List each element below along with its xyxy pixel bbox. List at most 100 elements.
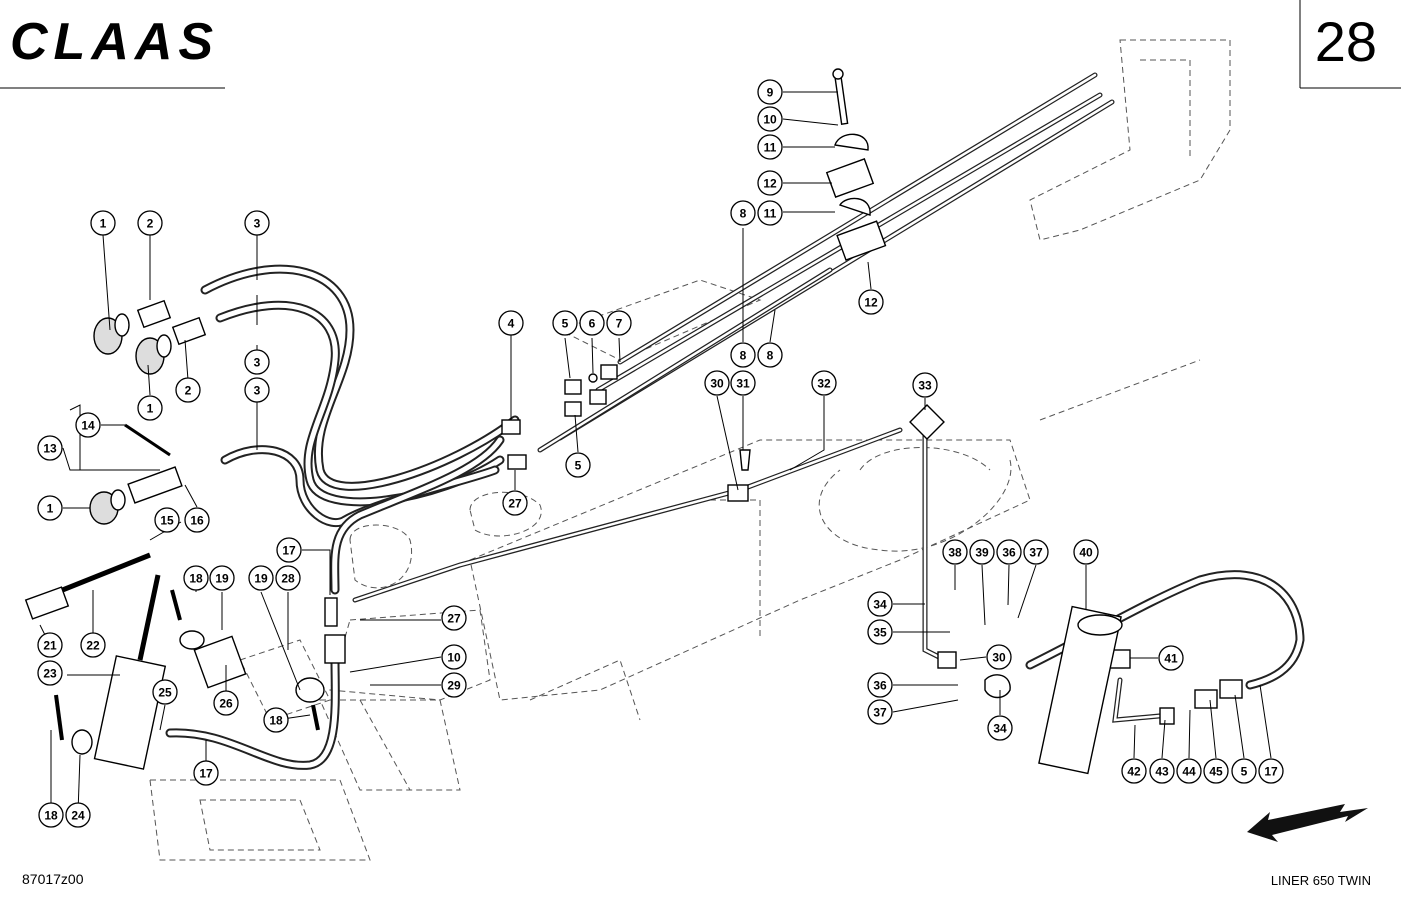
part-callout-label: 34 bbox=[873, 598, 887, 612]
part-callout-label: 38 bbox=[948, 546, 962, 560]
part-callout-34: 34 bbox=[987, 715, 1013, 741]
part-callout-5: 5 bbox=[1231, 758, 1257, 784]
part-callout-label: 5 bbox=[575, 459, 582, 473]
part-callout-label: 2 bbox=[185, 384, 192, 398]
part-callout-3: 3 bbox=[244, 210, 270, 236]
part-callout-label: 18 bbox=[269, 714, 283, 728]
part-callout-label: 27 bbox=[447, 612, 461, 626]
part-callout-label: 44 bbox=[1182, 765, 1196, 779]
part-callout-17: 17 bbox=[276, 537, 302, 563]
part-callout-25: 25 bbox=[152, 679, 178, 705]
part-callout-label: 3 bbox=[254, 356, 261, 370]
part-callout-label: 25 bbox=[158, 686, 172, 700]
part-callout-label: 1 bbox=[47, 502, 54, 516]
part-callout-label: 1 bbox=[100, 217, 107, 231]
part-callout-label: 34 bbox=[993, 722, 1007, 736]
part-callout-label: 11 bbox=[764, 207, 777, 221]
part-callout-11: 11 bbox=[757, 200, 783, 226]
part-callout-label: 16 bbox=[190, 514, 204, 528]
part-callout-37: 37 bbox=[867, 699, 893, 725]
part-callout-27: 27 bbox=[502, 490, 528, 516]
part-callout-42: 42 bbox=[1121, 758, 1147, 784]
part-callout-44: 44 bbox=[1176, 758, 1202, 784]
part-callout-label: 8 bbox=[767, 349, 774, 363]
part-callout-33: 33 bbox=[912, 372, 938, 398]
part-callout-label: 35 bbox=[873, 626, 887, 640]
part-callout-label: 13 bbox=[43, 442, 57, 456]
part-callout-label: 41 bbox=[1164, 652, 1178, 666]
part-callout-label: 37 bbox=[1029, 546, 1043, 560]
part-callout-18: 18 bbox=[38, 802, 64, 828]
part-callout-10: 10 bbox=[441, 644, 467, 670]
part-callout-2: 2 bbox=[175, 377, 201, 403]
part-callout-label: 19 bbox=[254, 572, 268, 586]
part-callout-8: 8 bbox=[730, 200, 756, 226]
part-callout-label: 23 bbox=[43, 667, 57, 681]
part-callout-30: 30 bbox=[986, 644, 1012, 670]
part-callout-43: 43 bbox=[1149, 758, 1175, 784]
part-callout-19: 19 bbox=[248, 565, 274, 591]
part-callout-8: 8 bbox=[730, 342, 756, 368]
part-callout-2: 2 bbox=[137, 210, 163, 236]
part-callout-label: 3 bbox=[254, 384, 261, 398]
part-callout-3: 3 bbox=[244, 349, 270, 375]
part-callout-11: 11 bbox=[757, 134, 783, 160]
part-callout-label: 36 bbox=[873, 679, 887, 693]
part-callout-21: 21 bbox=[37, 632, 63, 658]
frame-outline bbox=[149, 39, 1231, 861]
part-callout-label: 19 bbox=[215, 572, 229, 586]
part-callout-16: 16 bbox=[184, 507, 210, 533]
part-callout-28: 28 bbox=[275, 565, 301, 591]
part-callout-27: 27 bbox=[441, 605, 467, 631]
part-callout-1: 1 bbox=[90, 210, 116, 236]
part-callout-8: 8 bbox=[757, 342, 783, 368]
part-callout-12: 12 bbox=[757, 170, 783, 196]
part-callout-label: 4 bbox=[508, 317, 515, 331]
part-callout-label: 10 bbox=[447, 651, 461, 665]
part-callout-label: 30 bbox=[992, 651, 1006, 665]
part-callout-label: 39 bbox=[975, 546, 989, 560]
part-callout-35: 35 bbox=[867, 619, 893, 645]
part-callout-label: 8 bbox=[740, 349, 747, 363]
part-callout-29: 29 bbox=[441, 672, 467, 698]
part-callout-41: 41 bbox=[1158, 645, 1184, 671]
part-callout-label: 7 bbox=[616, 317, 623, 331]
part-callout-label: 43 bbox=[1155, 765, 1169, 779]
model-name: LINER 650 TWIN bbox=[1270, 873, 1371, 888]
part-callout-label: 18 bbox=[44, 809, 58, 823]
part-callout-24: 24 bbox=[65, 802, 91, 828]
cylinders bbox=[24, 552, 1123, 775]
part-callout-39: 39 bbox=[969, 539, 995, 565]
part-callout-label: 9 bbox=[767, 86, 774, 100]
part-callout-13: 13 bbox=[37, 435, 63, 461]
part-callout-1: 1 bbox=[137, 395, 163, 421]
part-callout-26: 26 bbox=[213, 690, 239, 716]
part-callout-label: 42 bbox=[1127, 765, 1141, 779]
part-callout-label: 10 bbox=[763, 113, 777, 127]
part-callout-7: 7 bbox=[606, 310, 632, 336]
part-callout-38: 38 bbox=[942, 539, 968, 565]
part-callout-15: 15 bbox=[154, 507, 180, 533]
part-callout-label: 45 bbox=[1209, 765, 1223, 779]
part-callout-36: 36 bbox=[867, 672, 893, 698]
direction-arrow-icon bbox=[1247, 804, 1368, 842]
part-callout-label: 2 bbox=[147, 217, 154, 231]
part-callout-label: 26 bbox=[219, 697, 233, 711]
part-callout-32: 32 bbox=[811, 370, 837, 396]
drawing-id: 87017z00 bbox=[22, 871, 84, 887]
part-callout-6: 6 bbox=[579, 310, 605, 336]
part-callout-label: 30 bbox=[710, 377, 724, 391]
part-callout-label: 17 bbox=[199, 767, 213, 781]
part-callout-17: 17 bbox=[1258, 758, 1284, 784]
part-callout-45: 45 bbox=[1203, 758, 1229, 784]
part-callout-label: 11 bbox=[764, 141, 777, 155]
part-callout-label: 12 bbox=[763, 177, 777, 191]
part-callout-label: 6 bbox=[589, 317, 596, 331]
part-callout-36: 36 bbox=[996, 539, 1022, 565]
part-callout-label: 28 bbox=[281, 572, 295, 586]
part-callout-label: 17 bbox=[1264, 765, 1278, 779]
part-callout-label: 8 bbox=[740, 207, 747, 221]
